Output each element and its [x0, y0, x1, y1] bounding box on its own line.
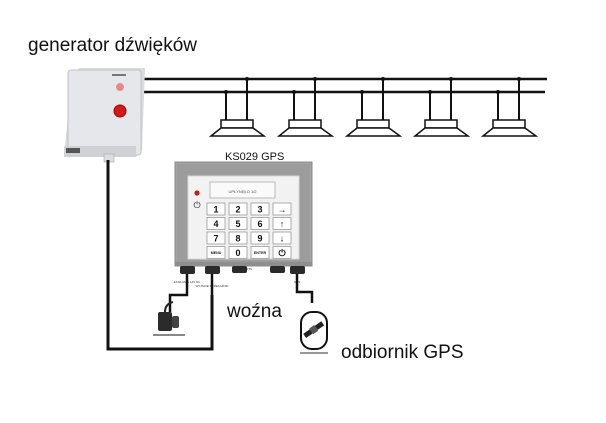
relay-port — [205, 266, 220, 274]
janitor-label: woźna — [227, 301, 282, 322]
satellite-icon — [303, 321, 325, 338]
power-port — [180, 266, 195, 274]
port-3 — [232, 266, 247, 273]
svg-text:7: 7 — [213, 234, 218, 244]
status-led-icon — [194, 190, 200, 196]
svg-text:MENU: MENU — [211, 251, 222, 255]
svg-text:ENTER: ENTER — [254, 251, 267, 255]
keypad-key[interactable]: ENTER — [250, 246, 270, 259]
power-icon: ⏻ — [193, 200, 200, 210]
keypad-key[interactable]: MENU — [206, 246, 226, 259]
keypad-key[interactable]: 3 — [250, 202, 270, 216]
generator-button-icon — [113, 104, 127, 118]
svg-text:6: 6 — [257, 219, 262, 229]
sound-generator — [64, 68, 145, 163]
keypad-key[interactable]: 0 — [228, 246, 248, 259]
keypad-key[interactable]: 6 — [250, 217, 270, 230]
generator-indicator-icon — [116, 83, 124, 91]
svg-text:0: 0 — [235, 248, 240, 258]
speaker-icon — [344, 77, 403, 137]
keypad-key[interactable]: ↑ — [272, 217, 292, 230]
keypad-key[interactable]: → — [272, 202, 292, 216]
gps-receiver-icon — [300, 311, 328, 354]
speaker-icon — [276, 77, 335, 137]
svg-text:8: 8 — [235, 234, 240, 244]
svg-text:4: 4 — [213, 219, 218, 229]
svg-text:⏻: ⏻ — [278, 248, 286, 258]
keypad-key[interactable]: 2 — [228, 202, 248, 216]
svg-text:5: 5 — [235, 219, 240, 229]
controller-title: KS029 GPS — [225, 151, 285, 163]
keypad-key[interactable]: 7 — [206, 231, 226, 245]
svg-text:↓: ↓ — [280, 234, 285, 244]
speaker-icon — [208, 77, 267, 137]
svg-text:3: 3 — [257, 205, 262, 215]
generator-label: generator dźwięków — [28, 35, 197, 56]
svg-text:→: → — [278, 205, 287, 215]
keypad-key[interactable]: ↓ — [272, 231, 292, 245]
gps-receiver-label: odbiornik GPS — [341, 342, 464, 363]
keypad: 1 2 3 → 4 5 6 ↑ 7 8 9 ↓ MENU 0 ENTER ⏻ — [206, 202, 292, 259]
keypad-key[interactable]: 5 — [228, 217, 248, 230]
svg-text:9: 9 — [257, 234, 262, 244]
svg-text:2: 2 — [235, 205, 240, 215]
speakers-group — [208, 77, 539, 137]
gps-wire — [295, 274, 314, 303]
keypad-key[interactable]: 1 — [206, 202, 226, 216]
gps-port — [290, 266, 305, 274]
generator-wire — [106, 160, 214, 351]
keypad-key[interactable]: 9 — [250, 231, 270, 245]
keypad-key[interactable]: ⏻ — [272, 246, 292, 259]
keypad-key[interactable]: 8 — [228, 231, 248, 245]
power-adapter-icon — [153, 301, 185, 336]
display-text: UPŁYNĘŁO 1/2 — [228, 189, 257, 194]
port-4 — [270, 266, 285, 273]
speaker-icon — [480, 77, 539, 137]
speaker-icon — [412, 77, 471, 137]
svg-text:1: 1 — [213, 205, 218, 215]
svg-text:↑: ↑ — [280, 219, 285, 229]
keypad-key[interactable]: 4 — [206, 217, 226, 230]
controller-display — [209, 181, 276, 199]
